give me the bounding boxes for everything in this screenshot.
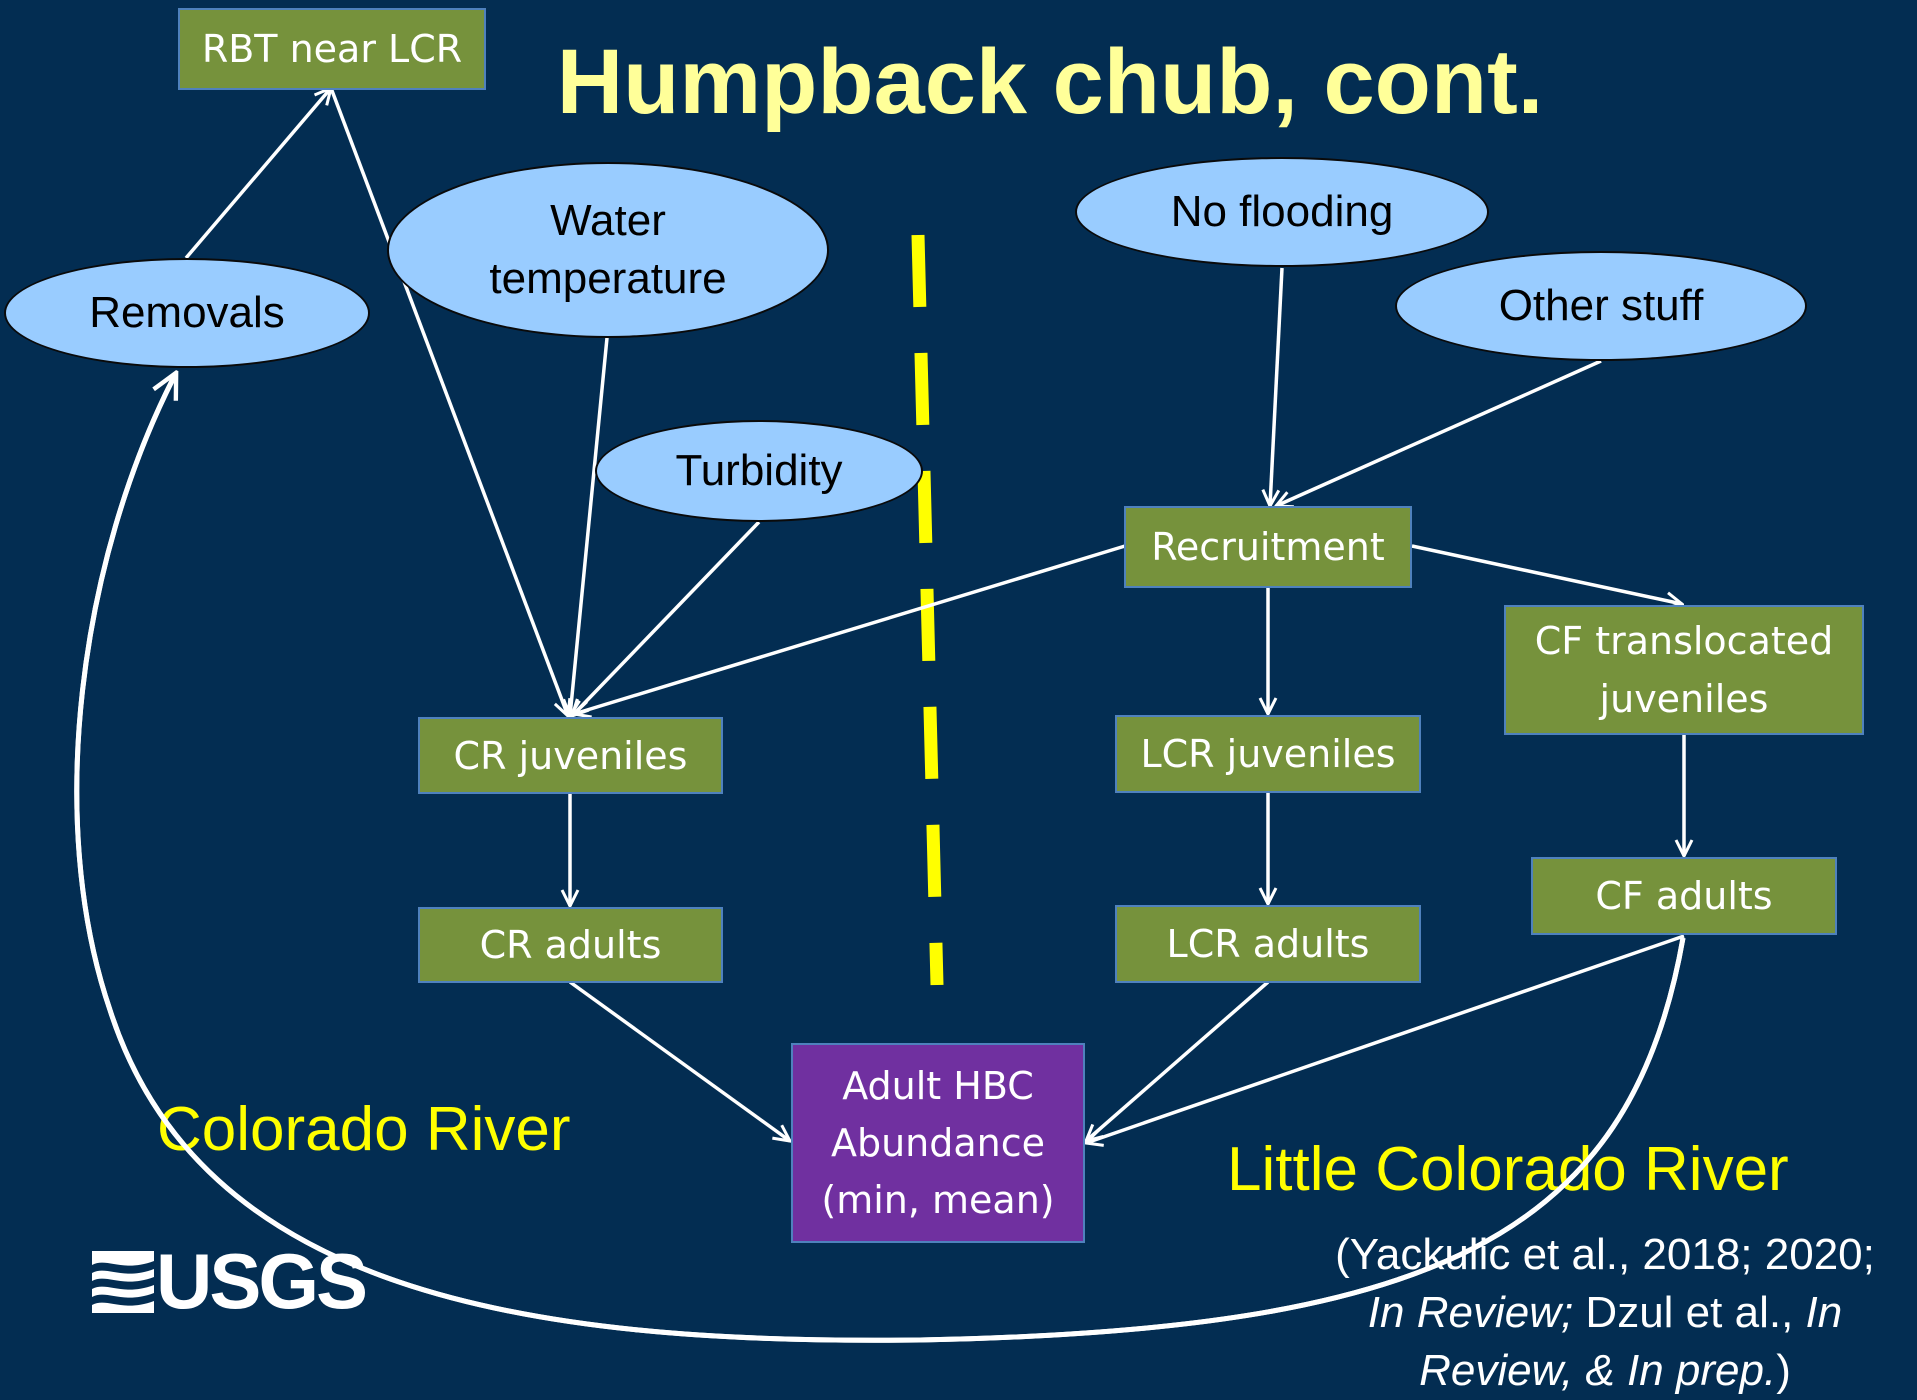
arrow-lcr-adults-to-abundance xyxy=(1086,980,1270,1141)
citation-part2: In Review; xyxy=(1367,1288,1574,1337)
node-cf-translocated-line2: juveniles xyxy=(1599,677,1769,721)
node-cf-adults-label: CF adults xyxy=(1595,874,1773,918)
node-adult-hbc-line2: Abundance xyxy=(830,1120,1046,1165)
node-lcr-adults: LCR adults xyxy=(1115,905,1421,983)
node-cf-adults: CF adults xyxy=(1531,857,1837,935)
arrow-noflooding-to-recruitment xyxy=(1270,267,1284,506)
node-adult-hbc-line3: (min, mean) xyxy=(821,1177,1055,1222)
node-no-flooding: No flooding xyxy=(1075,157,1489,267)
slide-title: Humpback chub, cont. xyxy=(556,31,1544,133)
node-rbt-near-lcr-label: RBT near LCR xyxy=(201,27,463,71)
arrow-watertemp-to-cr-juveniles xyxy=(570,337,609,716)
node-cf-translocated-line1: CF translocated xyxy=(1534,619,1834,663)
citation-part4: In xyxy=(1805,1288,1843,1337)
arrow-otherstuff-to-recruitment xyxy=(1276,359,1602,506)
node-cr-adults: CR adults xyxy=(418,907,723,983)
node-cr-adults-label: CR adults xyxy=(479,923,662,967)
citation: (Yackulic et al., 2018; 2020; In Review;… xyxy=(1300,1226,1910,1400)
node-recruitment-label: Recruitment xyxy=(1151,525,1385,569)
citation-part1: (Yackulic et al., 2018; 2020; xyxy=(1335,1230,1875,1279)
citation-part5: Review, & In prep. xyxy=(1419,1346,1777,1395)
node-lcr-adults-label: LCR adults xyxy=(1166,922,1370,966)
node-adult-hbc-abundance: Adult HBC Abundance (min, mean) xyxy=(791,1043,1085,1243)
usgs-wave-icon xyxy=(92,1250,154,1313)
node-water-temperature: Water temperature xyxy=(387,162,829,338)
node-recruitment: Recruitment xyxy=(1124,506,1412,588)
node-no-flooding-label: No flooding xyxy=(1170,187,1394,236)
node-turbidity: Turbidity xyxy=(595,420,923,522)
node-cf-translocated-juveniles: CF translocated juveniles xyxy=(1504,605,1864,735)
region-label-little-colorado-river: Little Colorado River xyxy=(1227,1135,1789,1204)
node-turbidity-label: Turbidity xyxy=(675,446,843,495)
node-water-temperature-line2: temperature xyxy=(489,254,727,303)
node-rbt-near-lcr: RBT near LCR xyxy=(178,8,486,90)
citation-part3: Dzul et al., xyxy=(1573,1288,1806,1337)
node-lcr-juveniles-label: LCR juveniles xyxy=(1140,732,1396,776)
arrow-recruitment-to-cf-translocated xyxy=(1411,544,1682,604)
node-removals: Removals xyxy=(4,258,370,368)
node-other-stuff: Other stuff xyxy=(1395,251,1807,361)
node-adult-hbc-line1: Adult HBC xyxy=(842,1063,1034,1108)
node-removals-label: Removals xyxy=(89,288,285,337)
citation-part6: ) xyxy=(1776,1346,1791,1395)
arrow-cr-adults-to-abundance xyxy=(568,980,790,1141)
region-label-colorado-river: Colorado River xyxy=(157,1095,571,1164)
usgs-logo-text: USGS xyxy=(156,1237,368,1325)
usgs-logo: USGS xyxy=(92,1236,368,1327)
arrow-removals-to-rbt xyxy=(184,88,331,260)
node-cr-juveniles-label: CR juveniles xyxy=(453,733,688,778)
node-water-temperature-line1: Water xyxy=(550,196,666,245)
node-cr-juveniles: CR juveniles xyxy=(418,717,723,794)
node-lcr-juveniles: LCR juveniles xyxy=(1115,715,1421,793)
node-other-stuff-label: Other stuff xyxy=(1498,281,1704,330)
